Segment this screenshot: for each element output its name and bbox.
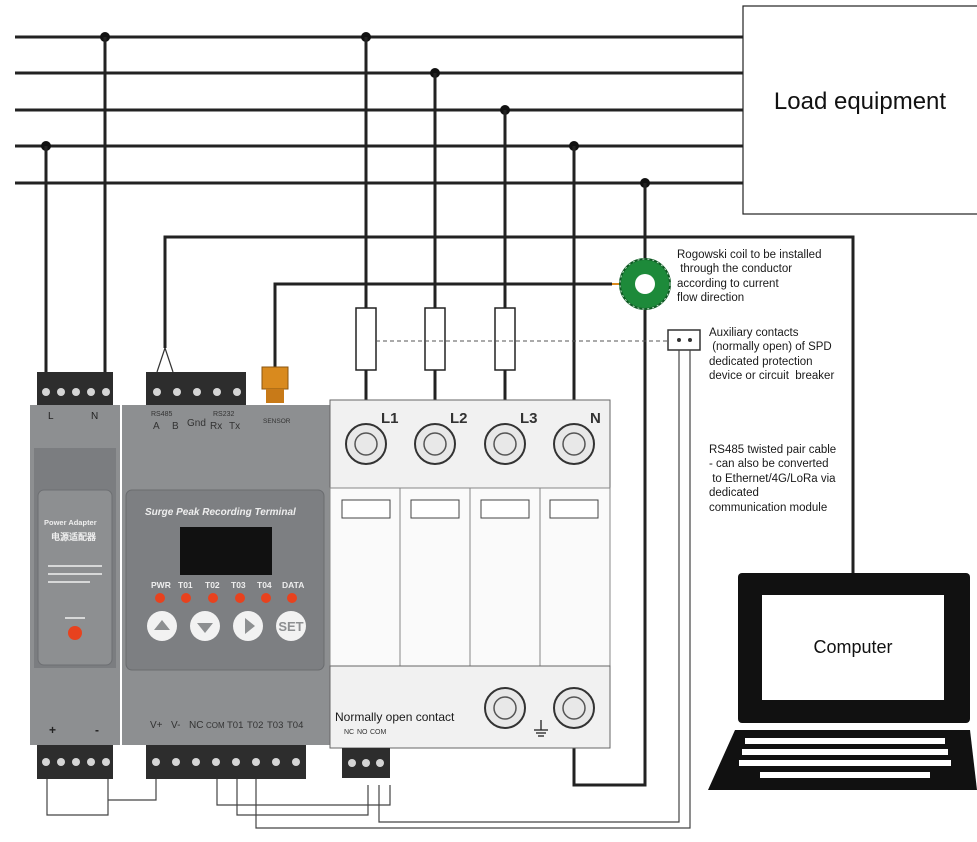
recording-terminal <box>122 366 330 779</box>
ground-icon <box>534 720 548 737</box>
rogowski-line-3: according to current <box>677 277 779 290</box>
rogowski-line-2: through the conductor <box>677 263 793 276</box>
power-adapter <box>30 372 120 779</box>
indicator-t01: T01 <box>178 580 193 590</box>
spd-pole-l3: L3 <box>520 410 538 427</box>
set-button-label: SET <box>278 618 304 634</box>
rs485-line-2: - can also be converted <box>709 458 829 471</box>
down-button[interactable] <box>190 611 220 641</box>
spd-contact-com: COM <box>370 729 387 736</box>
label-vminus: V- <box>171 720 181 731</box>
adapter-terminal-n: N <box>91 411 99 422</box>
indicator-t02: T02 <box>205 580 220 590</box>
right-button[interactable] <box>233 611 263 641</box>
fuses <box>355 307 516 371</box>
rogowski-coil <box>612 258 671 310</box>
load-equipment-label: Load equipment <box>773 88 947 115</box>
spd-pole-l2: L2 <box>450 410 468 427</box>
chevron-up-icon <box>154 619 170 630</box>
spd-pole-l1: L1 <box>381 410 399 427</box>
label-rs232: RS232 <box>213 411 235 418</box>
aux-line-3: dedicated protection <box>709 355 813 368</box>
chevron-down-icon <box>197 622 213 633</box>
indicator-t04: T04 <box>257 580 272 590</box>
computer-label: Computer <box>813 637 893 657</box>
rs485-line-4: dedicated <box>709 487 759 500</box>
drop-wires <box>44 37 855 787</box>
label-rs485: RS485 <box>151 411 173 418</box>
laptop <box>708 573 977 790</box>
adapter-terminal-plus: + <box>49 723 57 737</box>
rs485-line-5: communication module <box>709 501 828 514</box>
aux-line-2: (normally open) of SPD <box>709 341 832 354</box>
adapter-terminal-l: L <box>48 411 54 422</box>
indicator-data: DATA <box>282 580 305 590</box>
rs485-line-1: RS485 twisted pair cable <box>709 444 837 456</box>
indicator-pwr: PWR <box>151 580 171 590</box>
set-button[interactable]: SET <box>276 611 306 641</box>
auxiliary-annotation: Auxiliary contacts (normally open) of SP… <box>709 326 869 384</box>
label-rx: Rx <box>210 421 223 432</box>
spd-contact-no: NO <box>357 729 368 736</box>
aux-contact-box <box>667 329 701 351</box>
label-b: B <box>172 421 179 432</box>
label-a: A <box>153 421 160 432</box>
load-equipment-box <box>742 5 977 215</box>
play-right-icon <box>244 618 255 634</box>
surge-protective-device <box>329 399 611 778</box>
rogowski-line-4: flow direction <box>677 292 745 305</box>
label-gnd: Gnd <box>187 418 206 429</box>
aux-line-1: Auxiliary contacts <box>709 327 799 339</box>
label-nc: NC <box>189 720 204 731</box>
power-bus-lines <box>15 35 743 185</box>
power-adapter-title: Power Adapter <box>44 518 97 527</box>
label-t03: T03 <box>267 720 284 731</box>
rs485-cable-annotation: RS485 twisted pair cable - can also be c… <box>709 443 849 515</box>
label-t02: T02 <box>247 720 264 731</box>
rs485-split <box>156 347 174 373</box>
terminal-title: Surge Peak Recording Terminal <box>145 507 296 518</box>
indicator-t03: T03 <box>231 580 246 590</box>
spd-contact-nc: NC <box>344 729 355 736</box>
adapter-terminal-minus: - <box>95 723 99 737</box>
label-t04: T04 <box>287 720 304 731</box>
label-tx: Tx <box>229 421 241 432</box>
power-adapter-title-cn: 电源适配器 <box>51 532 97 542</box>
spd-pole-n: N <box>590 410 601 427</box>
aux-line-4: device or circuit breaker <box>709 370 835 383</box>
rogowski-annotation: Rogowski coil to be installed through th… <box>677 248 847 306</box>
label-t01: T01 <box>227 720 244 731</box>
rogowski-line-1: Rogowski coil to be installed <box>677 249 822 261</box>
up-button[interactable] <box>147 611 177 641</box>
label-vplus: V+ <box>150 720 163 731</box>
label-com: COM <box>206 721 225 730</box>
label-sensor: SENSOR <box>263 418 291 425</box>
rs485-line-3: to Ethernet/4G/LoRa via <box>709 472 836 485</box>
normally-open-label: Normally open contact <box>335 710 455 724</box>
spd-screw-terminals <box>345 423 595 729</box>
control-wiring <box>46 350 691 829</box>
